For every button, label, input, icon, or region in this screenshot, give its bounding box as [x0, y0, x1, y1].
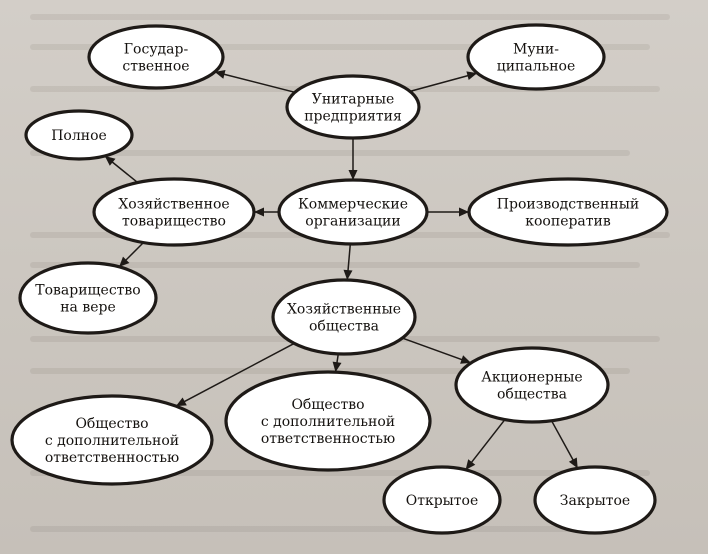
arrowhead-partnership — [254, 207, 264, 217]
node-ellipse — [87, 24, 225, 90]
node-label-line: Общество — [75, 416, 148, 432]
node-label-line: с дополнительной — [261, 414, 395, 430]
node-ellipse — [382, 465, 502, 535]
arrowhead-cooperative — [459, 207, 469, 217]
node-ellipse — [454, 346, 610, 424]
node-closed: Закрытое — [533, 465, 657, 535]
node-open: Открытое — [382, 465, 502, 535]
node-label-line: организации — [305, 214, 400, 230]
edge-societies-to-joint_stock — [402, 337, 472, 364]
node-label-line: Хозяйственные — [287, 302, 401, 318]
node-label-line: ответственностью — [45, 450, 179, 466]
background-text-line — [30, 526, 590, 532]
node-label-line: Государ- — [124, 42, 189, 58]
node-label-line: товарищество — [122, 214, 226, 230]
node-label-line: общества — [309, 319, 379, 335]
edge-societies-to-ood — [175, 342, 295, 407]
node-ellipse — [10, 394, 214, 486]
arrowhead-state — [214, 70, 226, 79]
arrowhead-ooo — [332, 361, 342, 373]
edge-joint_stock-to-open — [465, 419, 506, 471]
node-ellipse — [285, 74, 421, 140]
edges-layer — [104, 70, 579, 471]
node-label-line: Коммерческие — [298, 197, 408, 213]
node-ellipse — [533, 465, 657, 535]
node-label-line: Муни- — [513, 42, 559, 58]
node-label-line: Общество — [291, 397, 364, 413]
arrowhead-ood — [175, 397, 187, 407]
background-text-line — [30, 262, 640, 268]
edge-unitary-to-state — [214, 71, 296, 94]
node-label-line: предприятия — [304, 109, 402, 125]
arrowhead-commercial — [348, 170, 358, 180]
node-label-line: ственное — [122, 59, 189, 75]
node-label-line: на вере — [60, 300, 116, 316]
arrowhead-societies — [343, 269, 353, 280]
node-ellipse — [466, 23, 606, 91]
node-label-line: с дополнительной — [45, 433, 179, 449]
node-label-line: кооператив — [525, 214, 611, 230]
node-label-line: Полное — [51, 128, 107, 144]
arrowhead-open — [465, 459, 476, 470]
node-label-line: Производственный — [497, 197, 639, 213]
node-label-line: ответственностью — [261, 431, 395, 447]
node-label-line: ципальное — [497, 59, 576, 75]
node-ellipse — [18, 261, 158, 335]
arrowhead-joint_stock — [460, 355, 471, 364]
node-ellipse — [24, 109, 134, 161]
node-label-line: Унитарные — [312, 92, 395, 108]
node-state: Государ-ственное — [87, 24, 225, 90]
background-text-line — [30, 44, 650, 50]
arrowhead-faith — [119, 256, 130, 267]
arrowhead-closed — [568, 457, 578, 469]
background-text-line — [30, 14, 670, 20]
node-ellipse — [92, 177, 256, 247]
node-ellipse — [271, 278, 417, 356]
node-ellipse — [277, 178, 429, 246]
node-label-line: Хозяйственное — [118, 197, 229, 213]
edge-unitary-to-municipal — [409, 72, 478, 93]
node-label-line: Товарищество — [35, 283, 141, 299]
arrowhead-municipal — [466, 71, 478, 80]
background-text-line — [30, 150, 630, 156]
node-ellipse — [224, 370, 432, 472]
node-ellipse — [467, 177, 669, 247]
node-label-line: общества — [497, 387, 567, 403]
node-full: Полное — [24, 109, 134, 161]
node-label-line: Закрытое — [560, 493, 630, 509]
node-label-line: Открытое — [406, 493, 479, 509]
arrowhead-full — [104, 156, 116, 166]
background-text-line — [30, 470, 650, 476]
node-municipal: Муни-ципальное — [466, 23, 606, 91]
node-label-line: Акционерные — [481, 370, 582, 386]
